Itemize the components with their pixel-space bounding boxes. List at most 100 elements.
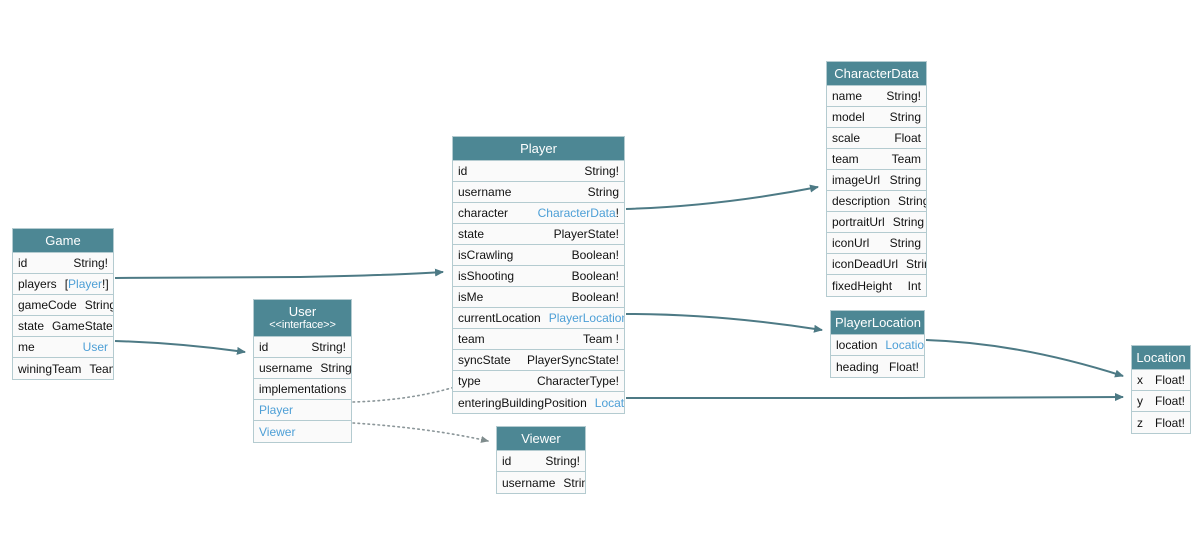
- field-type: Int: [907, 278, 921, 293]
- field-name: id: [18, 256, 28, 270]
- field-type: String!: [84, 298, 113, 312]
- entity-characterdata-title: CharacterData: [827, 62, 926, 86]
- field-row[interactable]: team Team !: [453, 329, 624, 350]
- edge-player-character-to-chardata: [625, 184, 819, 210]
- field-row[interactable]: fixedHeight Int: [827, 275, 926, 296]
- field-name: name: [832, 89, 863, 103]
- entity-game-title: Game: [13, 229, 113, 253]
- entity-player[interactable]: Player id String! username String charac…: [452, 136, 625, 414]
- field-name: state: [18, 319, 45, 333]
- entity-viewer-title: Viewer: [497, 427, 585, 451]
- field-row[interactable]: state GameState!: [13, 316, 113, 337]
- type-core[interactable]: Player: [68, 277, 103, 291]
- field-row[interactable]: winingTeam Team: [13, 358, 113, 379]
- type-core[interactable]: PlayerLocation: [548, 311, 624, 325]
- field-row[interactable]: location Location!: [831, 335, 924, 356]
- field-row[interactable]: imageUrl String: [827, 170, 926, 191]
- entity-viewer[interactable]: Viewer id String! username String: [496, 426, 586, 494]
- field-type: String: [889, 236, 921, 250]
- edge-player-entering-to-location: [626, 393, 1124, 402]
- field-type: CharacterType!: [536, 374, 619, 388]
- field-row[interactable]: gameCode String!: [13, 295, 113, 316]
- field-name: character: [458, 206, 509, 220]
- field-name: iconDeadUrl: [832, 257, 899, 271]
- field-row[interactable]: type CharacterType!: [453, 371, 624, 392]
- field-type: Location!: [885, 338, 924, 352]
- field-row[interactable]: me User: [13, 337, 113, 358]
- field-row[interactable]: id String!: [254, 337, 351, 358]
- field-row-implementation-viewer[interactable]: Viewer: [254, 421, 351, 442]
- field-row[interactable]: syncState PlayerSyncState!: [453, 350, 624, 371]
- field-row[interactable]: scale Float: [827, 128, 926, 149]
- entity-user-title: User <<interface>>: [254, 300, 351, 337]
- field-type: Boolean!: [571, 269, 619, 283]
- field-name: implementations: [258, 382, 347, 396]
- field-name: fixedHeight: [832, 278, 893, 293]
- field-type: String: [898, 194, 926, 208]
- field-name: y: [1137, 394, 1143, 408]
- field-row[interactable]: heading Float!: [831, 356, 924, 377]
- field-row[interactable]: state PlayerState!: [453, 224, 624, 245]
- field-row[interactable]: character CharacterData!: [453, 203, 624, 224]
- field-name: players: [18, 277, 57, 291]
- field-name: id: [259, 340, 269, 354]
- field-row[interactable]: id String!: [13, 253, 113, 274]
- field-row[interactable]: iconUrl String: [827, 233, 926, 254]
- field-type: Float!: [888, 359, 919, 374]
- field-name: iconUrl: [832, 236, 870, 250]
- field-row[interactable]: id String!: [453, 161, 624, 182]
- entity-game[interactable]: Game id String! players [Player!] gameCo…: [12, 228, 114, 380]
- field-row[interactable]: model String: [827, 107, 926, 128]
- edge-game-me-to-user: [114, 340, 246, 355]
- field-row[interactable]: players [Player!]: [13, 274, 113, 295]
- type-suffix: !: [615, 206, 619, 220]
- entity-characterdata[interactable]: CharacterData name String! model String …: [826, 61, 927, 297]
- field-row[interactable]: id String!: [497, 451, 585, 472]
- field-type[interactable]: Location: [594, 395, 624, 410]
- type-core[interactable]: CharacterData: [537, 206, 616, 220]
- type-prefix: [: [64, 277, 69, 291]
- field-row[interactable]: isMe Boolean!: [453, 287, 624, 308]
- field-name: x: [1137, 373, 1143, 387]
- field-type: Boolean!: [571, 290, 619, 304]
- field-row-implementation-player[interactable]: Player: [254, 400, 351, 421]
- field-row[interactable]: isCrawling Boolean!: [453, 245, 624, 266]
- edge-user-implements-viewer: [352, 422, 489, 443]
- field-row[interactable]: username String: [254, 358, 351, 379]
- field-row[interactable]: name String!: [827, 86, 926, 107]
- field-row[interactable]: enteringBuildingPosition Location: [453, 392, 624, 413]
- entity-location[interactable]: Location x Float! y Float! z Float!: [1131, 345, 1191, 434]
- field-row[interactable]: username String: [453, 182, 624, 203]
- field-name[interactable]: Viewer: [259, 424, 296, 439]
- field-row[interactable]: y Float!: [1132, 391, 1190, 412]
- entity-user-name: User: [288, 304, 317, 319]
- field-name: description: [832, 194, 891, 208]
- field-name: gameCode: [18, 298, 77, 312]
- field-row[interactable]: description String: [827, 191, 926, 212]
- field-type[interactable]: User: [82, 340, 108, 354]
- field-row[interactable]: username String: [497, 472, 585, 493]
- field-type: String!: [545, 454, 580, 468]
- field-row[interactable]: portraitUrl String: [827, 212, 926, 233]
- field-name[interactable]: Player: [259, 403, 294, 417]
- field-type: PlayerState!: [553, 227, 619, 241]
- field-type: String: [320, 361, 351, 375]
- field-name: state: [458, 227, 485, 241]
- field-row[interactable]: iconDeadUrl String: [827, 254, 926, 275]
- field-row[interactable]: currentLocation PlayerLocation!: [453, 308, 624, 329]
- field-row[interactable]: x Float!: [1132, 370, 1190, 391]
- type-core[interactable]: Location: [885, 338, 924, 352]
- field-type: Float!: [1154, 415, 1185, 430]
- entity-user[interactable]: User <<interface>> id String! username S…: [253, 299, 352, 443]
- field-type: Team !: [582, 332, 619, 346]
- field-row[interactable]: isShooting Boolean!: [453, 266, 624, 287]
- field-row[interactable]: team Team: [827, 149, 926, 170]
- entity-playerlocation[interactable]: PlayerLocation location Location! headin…: [830, 310, 925, 378]
- field-type: String!: [311, 340, 346, 354]
- field-type: String: [892, 215, 925, 229]
- field-row[interactable]: z Float!: [1132, 412, 1190, 433]
- field-name: isCrawling: [458, 248, 514, 262]
- field-type: [Player!]: [65, 277, 109, 291]
- field-name: username: [502, 475, 556, 490]
